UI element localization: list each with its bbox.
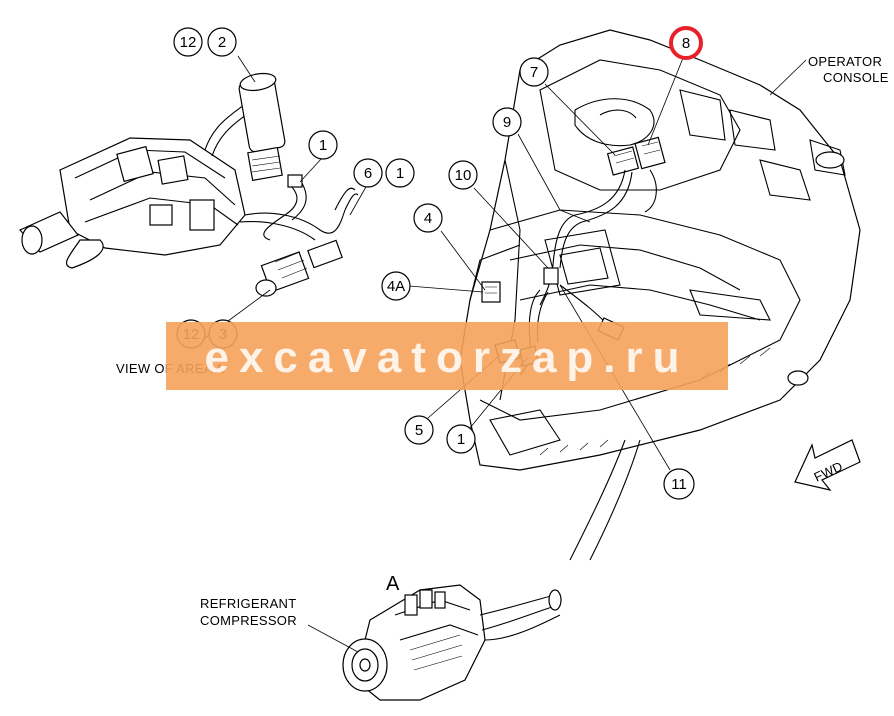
callout-9: 9: [492, 107, 522, 137]
watermark: excavatorzap.ru: [166, 322, 728, 390]
svg-text:5: 5: [415, 422, 423, 439]
svg-text:10: 10: [455, 167, 472, 184]
callout-2: 2: [207, 27, 237, 57]
svg-text:11: 11: [671, 476, 687, 493]
refrigerant-compressor-label-line2: COMPRESSOR: [200, 613, 297, 628]
callout-5: 5: [404, 415, 434, 445]
refrigerant-compressor: [307, 584, 562, 701]
callout-8: 8: [669, 26, 703, 60]
callout-12-top: 12: [173, 27, 203, 57]
pressure-switch-assembly: [19, 72, 359, 297]
svg-text:12: 12: [180, 34, 197, 51]
svg-text:9: 9: [503, 114, 511, 131]
callout-7: 7: [519, 57, 549, 87]
watermark-band: [166, 322, 728, 390]
callout-1-top: 1: [308, 130, 338, 160]
operator-console-label-line1: OPERATOR: [808, 54, 882, 69]
svg-text:6: 6: [364, 165, 372, 182]
callout-1-bottom: 1: [446, 424, 476, 454]
svg-text:1: 1: [319, 137, 327, 154]
refrigerant-compressor-label-line1: REFRIGERANT: [200, 596, 296, 611]
forward-arrow: FWD: [794, 439, 861, 491]
right-leaders: [408, 57, 807, 471]
svg-text:1: 1: [457, 431, 465, 448]
callout-6: 6: [353, 158, 383, 188]
callout-4: 4: [413, 203, 443, 233]
watermark-text: excavatorzap.ru: [204, 333, 689, 382]
callout-11: 11: [663, 468, 695, 500]
svg-text:8: 8: [682, 35, 690, 52]
svg-text:2: 2: [218, 34, 226, 51]
svg-text:4: 4: [424, 210, 432, 227]
svg-text:7: 7: [530, 64, 538, 81]
operator-console-label-line2: CONSOLE: [823, 70, 889, 85]
svg-text:1: 1: [396, 165, 404, 182]
svg-text:4A: 4A: [387, 278, 405, 295]
callout-1-mid: 1: [385, 158, 415, 188]
callout-4a: 4A: [381, 271, 411, 301]
area-a-letter: A: [386, 573, 400, 595]
callout-10: 10: [448, 160, 478, 190]
